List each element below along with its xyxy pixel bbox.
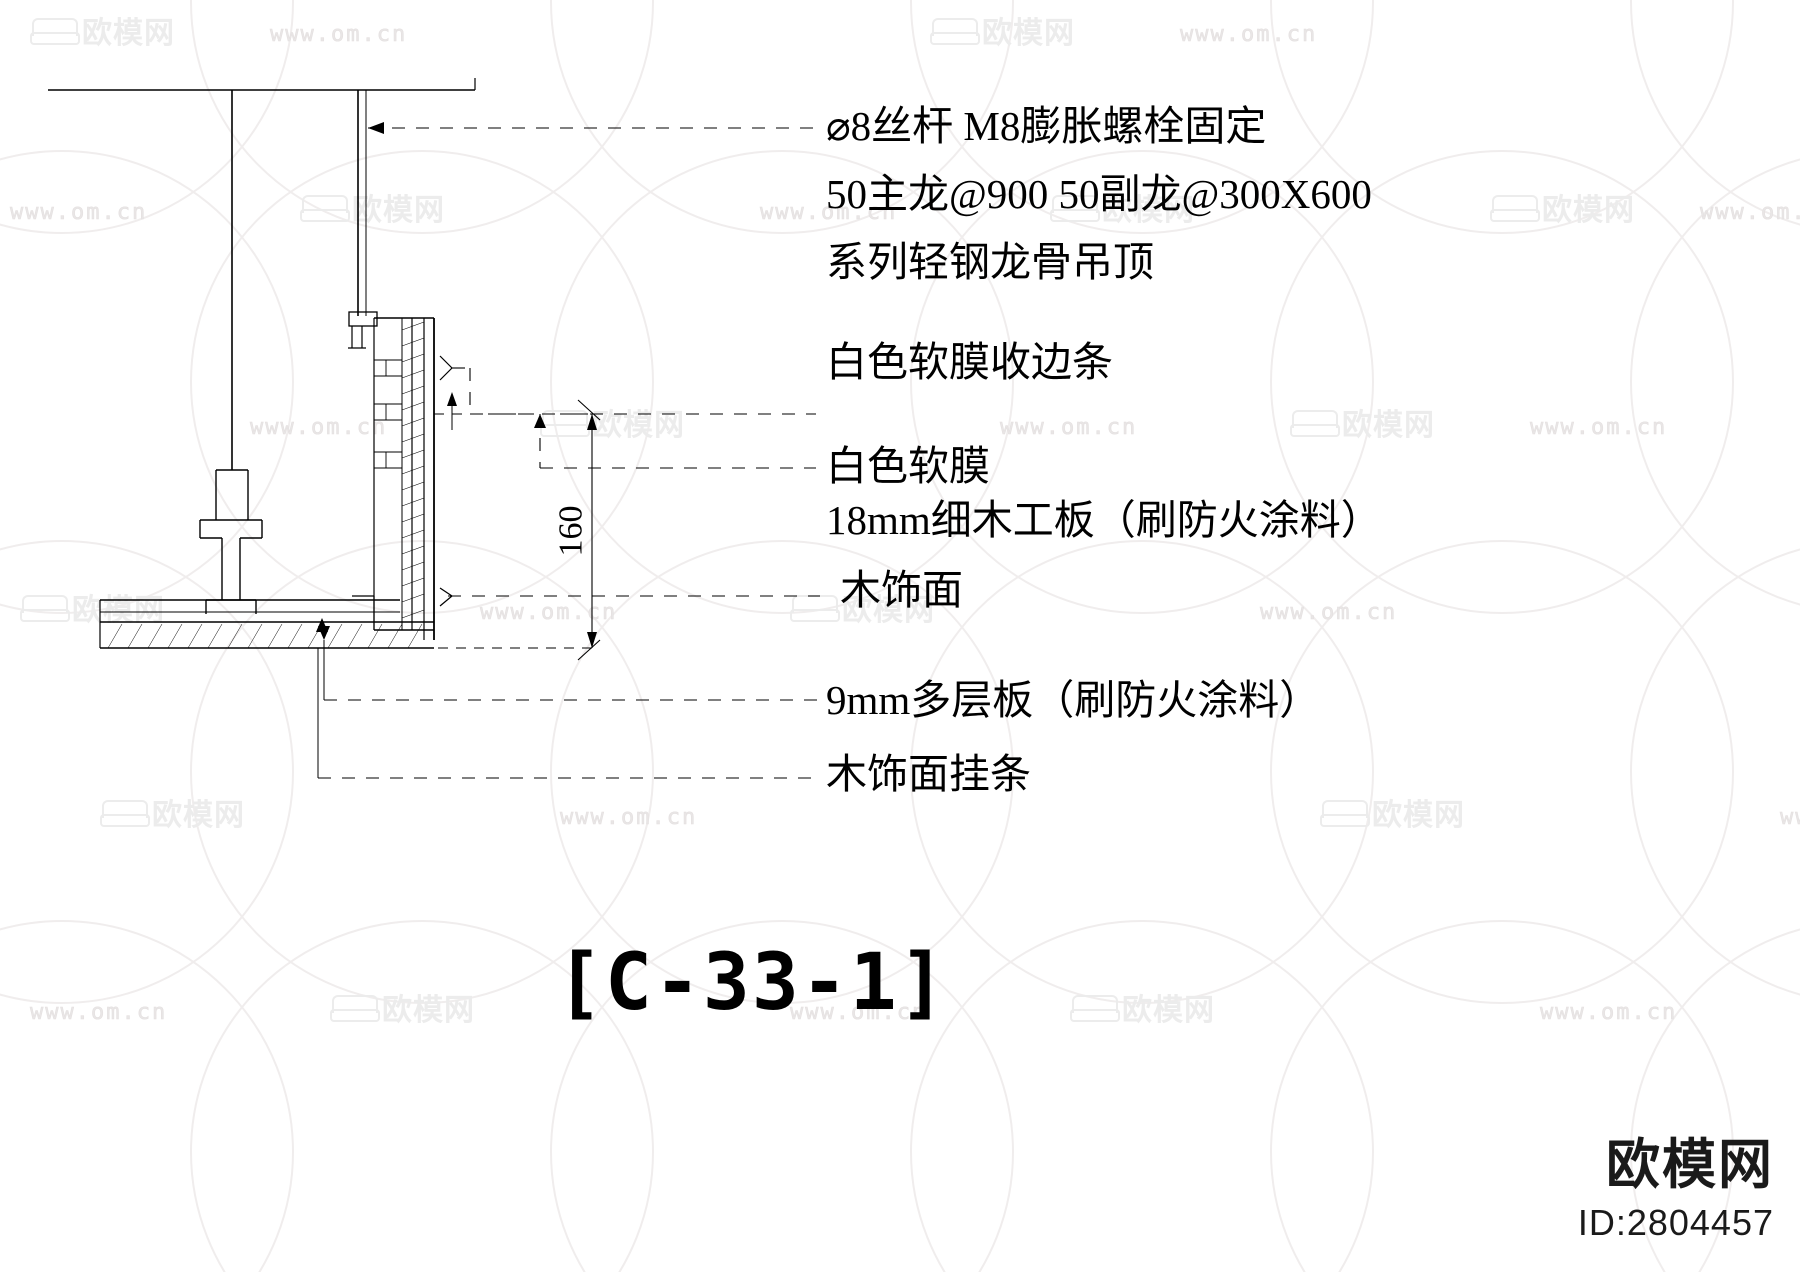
annotation-blockboard: 18mm细木工板（刷防火涂料） — [826, 497, 1382, 543]
annotation-white-membrane: 白色软膜 — [826, 443, 990, 489]
leader-tick-trim-2 — [439, 367, 453, 381]
annotation-hanger-rod: ⌀8丝杆 M8膨胀螺栓固定 — [826, 103, 1267, 149]
rod-bracket — [348, 311, 378, 327]
leader-arrow-membrane — [447, 392, 457, 406]
brand-name: 欧模网 — [1606, 1135, 1774, 1196]
annotation-wood-veneer: 木饰面 — [840, 567, 963, 613]
drawing-title: [C-33-1] — [556, 938, 948, 1028]
dim-tick-lower — [577, 639, 601, 661]
annotation-membrane-trim: 白色软膜收边条 — [826, 339, 1113, 385]
leader-arrow-1 — [368, 122, 384, 134]
ceiling-panel-hatch — [107, 623, 423, 649]
leader-tick-trim — [439, 355, 453, 369]
brand-id: ID:2804457 — [1577, 1202, 1774, 1243]
annotation-hanging-strip: 木饰面挂条 — [826, 751, 1031, 797]
leader-arrow-membrane-2 — [534, 414, 546, 428]
annotation-lgs-ceiling: 系列轻钢龙骨吊顶 — [826, 239, 1154, 285]
brand-block: 欧模网 ID:2804457 — [1578, 1137, 1774, 1244]
dim-tick-upper — [577, 399, 601, 421]
leader-tick-veneer — [439, 587, 453, 597]
annotation-multiply-board: 9mm多层板（刷防火涂料） — [826, 677, 1321, 723]
leader-lines — [318, 127, 820, 779]
dimension-text-160: 160 — [552, 505, 590, 557]
bulkhead-hatch — [401, 321, 425, 619]
dimension-arrow-bottom — [587, 632, 597, 648]
leader-tick-veneer-2 — [439, 595, 453, 607]
annotation-runner-spacing: 50主龙@900 50副龙@300X600 — [826, 171, 1372, 217]
soffit-arrow — [316, 618, 328, 632]
